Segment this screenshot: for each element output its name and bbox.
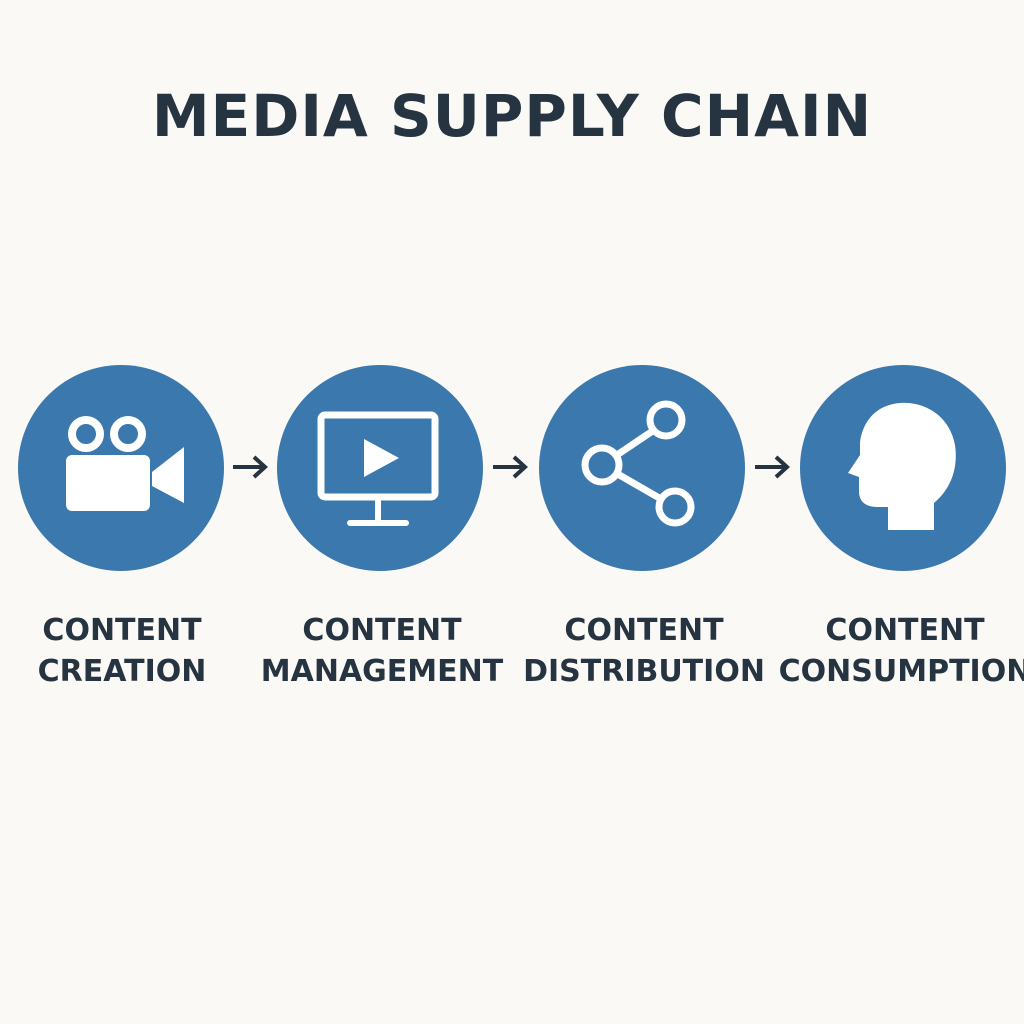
stage-label-line2: CONSUMPTION (778, 654, 1024, 689)
arrow-icon (493, 455, 528, 479)
stage-label-line1: CONTENT (42, 613, 202, 648)
monitor-play-icon (317, 411, 439, 526)
stage-label-line1: CONTENT (825, 613, 985, 648)
stage-consumption-circle (800, 365, 1006, 571)
stage-label-creation: CONTENT CREATION (0, 610, 252, 692)
arrow-icon (233, 455, 268, 479)
stage-label-management: CONTENT MANAGEMENT (252, 610, 512, 692)
stage-label-line2: DISTRIBUTION (523, 654, 765, 689)
diagram-title: MEDIA SUPPLY CHAIN (151, 82, 873, 150)
arrow-icon (755, 455, 790, 479)
share-icon (581, 400, 695, 527)
stage-creation-circle (18, 365, 224, 571)
stage-label-distribution: CONTENT DISTRIBUTION (514, 610, 774, 692)
stage-label-line2: CREATION (37, 654, 207, 689)
stage-label-line1: CONTENT (302, 613, 462, 648)
stage-label-line1: CONTENT (564, 613, 724, 648)
stage-distribution-circle (539, 365, 745, 571)
head-profile-icon (848, 402, 956, 530)
stage-management-circle (277, 365, 483, 571)
video-camera-icon (66, 416, 184, 511)
stage-label-line2: MANAGEMENT (260, 654, 504, 689)
stage-label-consumption: CONTENT CONSUMPTION (775, 610, 1024, 692)
